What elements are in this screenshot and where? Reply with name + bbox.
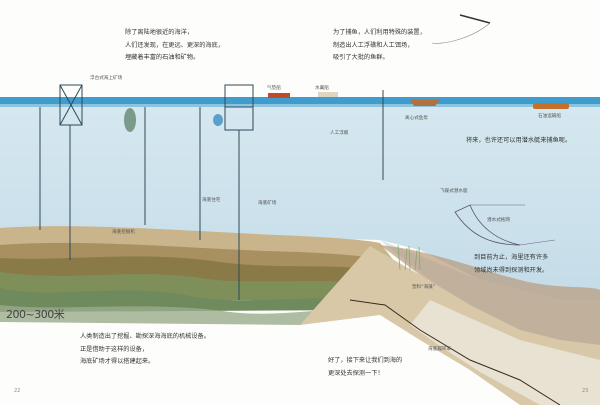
text-line: 更深处去探测一下！ xyxy=(328,369,384,377)
label-saucer-sub: 飞碟式潜水艇 xyxy=(440,189,468,194)
page-number-right: 23 xyxy=(582,388,589,394)
paragraph-machines: 人类制造出了挖掘、勘探深海海底的机械设备。 正是借助于这样的设备， 海底矿场才得… xyxy=(80,331,210,369)
label-artificial-reef: 人工浮礁 xyxy=(330,131,349,136)
label-seabed-excavator: 海底挖掘机 xyxy=(112,230,135,235)
text-line: 除了离陆地很近的海洋， xyxy=(125,29,194,36)
text-line: 为了捕鱼，人们利用特殊的装置， xyxy=(333,29,426,36)
hydrofoil xyxy=(318,92,338,97)
mountain-ridge xyxy=(380,245,600,345)
label-hovercraft: 气垫船 xyxy=(267,86,281,91)
sea-water xyxy=(0,100,600,300)
text-line: 将来，也许还可以用潜水艇来捕鱼呢。 xyxy=(466,137,572,144)
text-line: 海底矿场才得以搭建起来。 xyxy=(80,358,155,365)
text-line: 吸引了大批的鱼群。 xyxy=(333,54,389,61)
paragraph-deeper: 好了，接下来让我们到海的 更深处去探测一下！ xyxy=(328,355,402,380)
label-seabed-house: 海底住宅 xyxy=(202,198,221,203)
label-offshore-rig: 浮台式海上矿场 xyxy=(90,76,123,81)
hovercraft xyxy=(268,93,290,98)
text-line: 制造出人工浮礁和人工饵场， xyxy=(333,41,414,49)
paragraph-unexplored: 到目前为止，海里还有许多 领域尚未得到探测和开发。 xyxy=(474,252,548,277)
page-number-left: 22 xyxy=(14,388,21,394)
airplane-icon xyxy=(459,14,491,24)
text-line: 人类制造出了挖掘、勘探深海海底的机械设备。 xyxy=(80,333,210,340)
label-plastic-seaweed: 塑料“海藻” xyxy=(412,285,436,290)
seabed-bedrock xyxy=(0,305,370,325)
text-line: 埋藏着丰富的石油和矿物。 xyxy=(125,54,200,61)
offshore-rig xyxy=(39,84,384,300)
text-line: 领域尚未得到探测和开发。 xyxy=(474,266,549,274)
paragraph-submarine: 将来，也许还可以用潜水艇来捕鱼呢。 xyxy=(466,135,571,148)
label-trawl-net: 潜水式拖网 xyxy=(487,218,510,223)
paragraph-oil-minerals: 除了离陆地很近的海洋， 人们还发现，在更远、更深的海底， 埋藏着丰富的石油和矿物… xyxy=(125,27,224,65)
text-line: 人们还发现，在更远、更深的海底， xyxy=(125,41,224,49)
label-fish-pump: 离心式鱼泵 xyxy=(405,116,428,121)
text-line: 好了，接下来让我们到海的 xyxy=(328,357,403,364)
depth-marker: 200~300米 xyxy=(6,308,65,321)
label-hydrofoil: 水翼船 xyxy=(315,86,329,91)
trawl-net xyxy=(454,204,521,246)
oil-tanker xyxy=(533,103,569,109)
text-line: 到目前为止，海里还有许多 xyxy=(474,254,549,261)
label-seabed-mine: 海底矿场 xyxy=(258,201,277,206)
sea-surface xyxy=(0,97,600,104)
text-line: 正是借助于这样的设备， xyxy=(80,345,149,353)
label-oil-tanker: 石油运输船 xyxy=(538,114,561,119)
paragraph-fishing: 为了捕鱼，人们利用特殊的装置， 制造出人工浮礁和人工饵场， 吸引了大批的鱼群。 xyxy=(333,27,426,65)
label-seabed-crawler: 海底履带车 xyxy=(428,347,451,352)
